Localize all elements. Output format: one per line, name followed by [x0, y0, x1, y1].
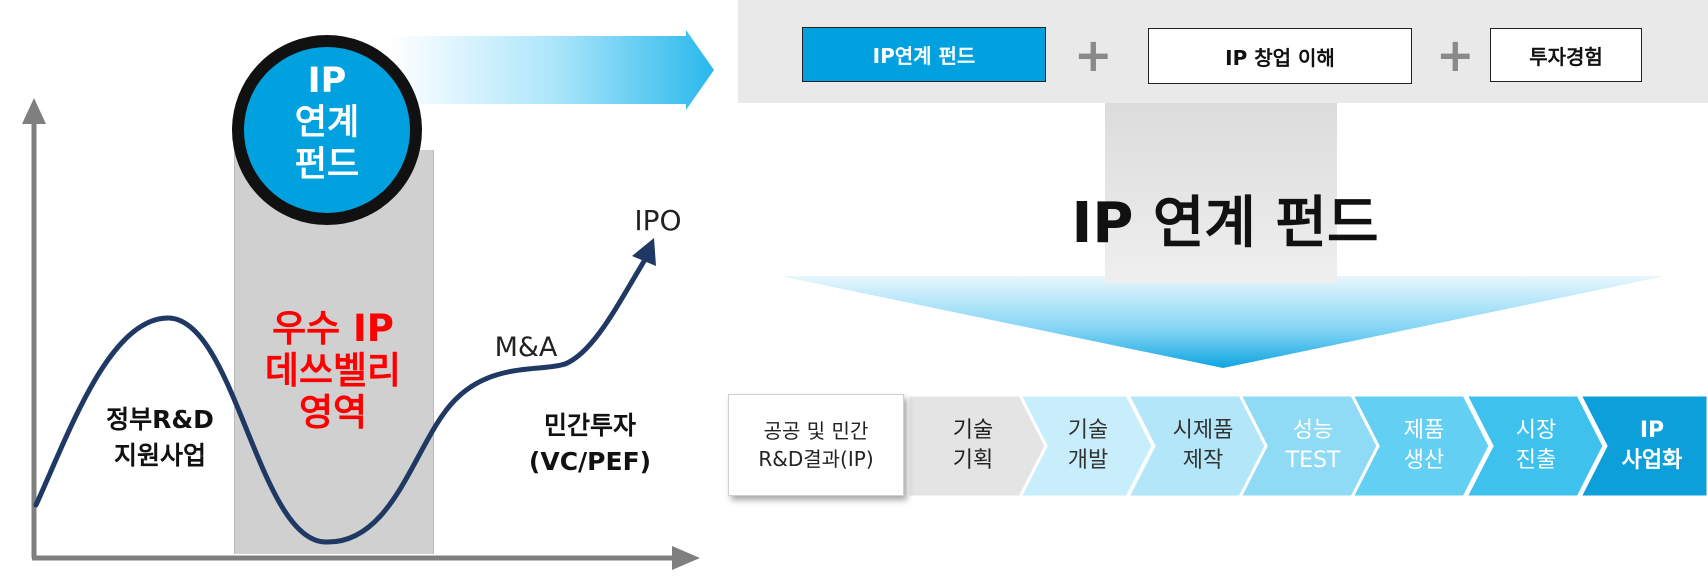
funnel-triangle	[780, 276, 1665, 368]
circle-label: IP 연계 펀드	[232, 60, 422, 186]
plus-icon: +	[1436, 28, 1475, 82]
process-step-chevron	[1463, 393, 1606, 499]
step-7-line-1: IP	[1639, 418, 1665, 443]
step-label: 기술 기획	[925, 416, 1021, 476]
gov-line-2: 지원사업	[113, 441, 206, 470]
process-step-chevron	[906, 393, 1048, 499]
ipo-label: IPO	[634, 204, 682, 237]
step-4-line-1: 성능	[1292, 418, 1334, 443]
circle-line-3: 펀드	[294, 145, 360, 185]
y-axis-arrowhead	[22, 98, 46, 124]
step-5-line-2: 생산	[1403, 448, 1445, 473]
step-6-line-2: 진출	[1515, 448, 1557, 473]
process-step-chevron	[1577, 393, 1708, 499]
valley-line-2: 데쓰벨리	[264, 349, 402, 392]
gov-rnd-label: 정부R&D 지원사업	[70, 402, 250, 474]
ma-label: M&A	[494, 332, 558, 363]
source-line-2: R&D결과(IP)	[758, 447, 874, 471]
ip-fund-box: IP연계 펀드	[802, 27, 1046, 82]
step-4-line-2: TEST	[1285, 448, 1341, 473]
step-2-line-2: 개발	[1067, 448, 1109, 473]
main-title: IP 연계 펀드	[1071, 191, 1379, 256]
step-1-line-2: 기획	[952, 448, 994, 473]
valley-line-3: 영역	[298, 391, 368, 434]
valley-line-1: 우수 IP	[272, 307, 394, 350]
private-investment-label: 민간투자 (VC/PEF)	[505, 408, 675, 480]
step-1-line-1: 기술	[952, 418, 994, 443]
step-5-line-1: 제품	[1403, 418, 1445, 443]
curve-arrowhead	[632, 238, 656, 266]
step-7-line-2: 사업화	[1621, 448, 1683, 473]
step-label: 성능 TEST	[1265, 416, 1361, 476]
step-label: 기술 개발	[1040, 416, 1136, 476]
connector-arrow	[390, 30, 714, 110]
investment-curve	[33, 245, 655, 545]
step-label: 시제품 제작	[1155, 416, 1251, 476]
gov-line-1: 정부R&D	[106, 405, 214, 434]
step-6-line-1: 시장	[1515, 418, 1557, 443]
circle-line-2: 연계	[294, 103, 360, 143]
plus-icon: +	[1074, 28, 1113, 82]
step-3-line-1: 시제품	[1172, 418, 1234, 443]
step-2-line-1: 기술	[1067, 418, 1109, 443]
step-3-line-2: 제작	[1182, 448, 1224, 473]
ip-startup-box: IP 창업 이해	[1148, 28, 1412, 84]
source-line-1: 공공 및 민간	[763, 419, 869, 443]
process-chevrons	[906, 393, 1708, 499]
death-valley-label: 우수 IP 데쓰벨리 영역	[234, 308, 432, 434]
investment-experience-box: 투자경험	[1490, 28, 1642, 82]
x-axis-arrowhead	[672, 546, 700, 570]
step-label: 제품 생산	[1376, 416, 1472, 476]
funnel-stem	[1105, 103, 1337, 283]
circle-line-1: IP	[307, 61, 347, 101]
private-line-1: 민간투자	[543, 411, 636, 440]
step-label: IP 사업화	[1602, 416, 1702, 476]
step-label: 시장 진출	[1488, 416, 1584, 476]
source-box: 공공 및 민간 R&D결과(IP)	[728, 394, 904, 496]
private-line-2: (VC/PEF)	[528, 447, 652, 476]
